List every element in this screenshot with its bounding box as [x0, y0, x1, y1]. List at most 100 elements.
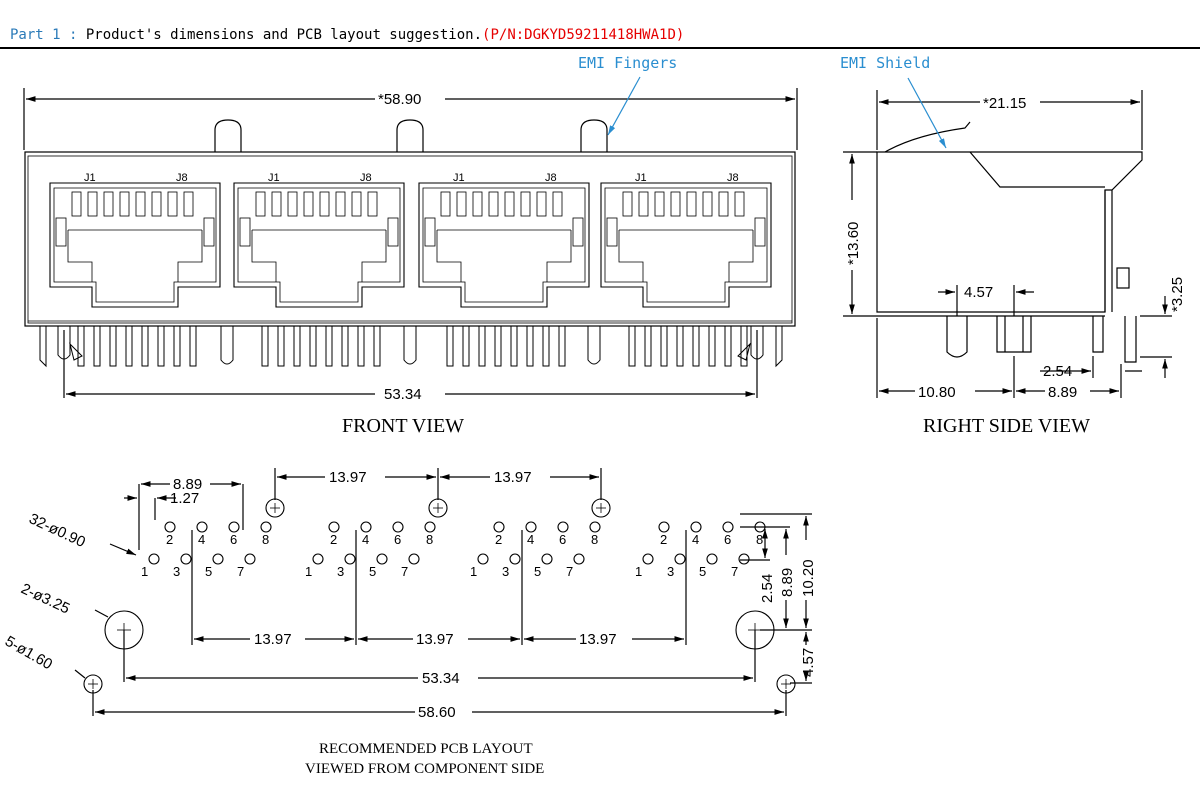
port-label-j1: J1: [635, 172, 647, 184]
contact-finger: [456, 191, 467, 217]
pin-number: 2: [330, 532, 337, 547]
pin-number: 4: [362, 532, 369, 547]
signal-hole: [148, 553, 160, 565]
pin-pitch-dim: 1.27: [170, 490, 199, 507]
signal-holes-callout: 32-ø0.90: [26, 510, 88, 551]
signal-hole: [312, 553, 324, 565]
port-pitch-dim-2: 13.97: [494, 469, 532, 486]
latch-detail: [69, 342, 83, 361]
signal-hole: [674, 553, 686, 565]
pin-number: 3: [667, 564, 674, 579]
contact-finger: [303, 191, 314, 217]
total-vertical-dim: 10.20: [800, 559, 817, 597]
mount-post: [403, 326, 417, 365]
signal-hole: [392, 521, 404, 533]
pin-number: 7: [401, 564, 408, 579]
port-label-j1: J1: [453, 172, 465, 184]
shield-leg: [39, 326, 47, 368]
port-label-j8: J8: [727, 172, 739, 184]
pin-number: 7: [566, 564, 573, 579]
contact-finger: [119, 191, 130, 217]
signal-hole: [642, 553, 654, 565]
front-span-dim: [63, 330, 758, 398]
pin-number: 1: [141, 564, 148, 579]
signal-hole: [180, 553, 192, 565]
pin-number: 1: [305, 564, 312, 579]
small-hole: [83, 674, 103, 694]
pin-number: 2: [660, 532, 667, 547]
contact-finger: [472, 191, 483, 217]
contact-finger: [335, 191, 346, 217]
signal-pin: [157, 325, 165, 367]
pin-number: 1: [635, 564, 642, 579]
contact-finger: [638, 191, 649, 217]
pin-number: 6: [394, 532, 401, 547]
signal-pin: [125, 325, 133, 367]
contact-finger: [103, 191, 114, 217]
contact-finger: [718, 191, 729, 217]
signal-pin: [676, 325, 684, 367]
signal-hole: [244, 553, 256, 565]
signal-pin: [526, 325, 534, 367]
pin-offset-dim: 2.54: [1043, 363, 1072, 380]
signal-hole: [196, 521, 208, 533]
part-number: (P/N:DGKYD59211418HWA1D): [482, 27, 685, 43]
mount-post: [587, 326, 601, 365]
signal-hole: [408, 553, 420, 565]
contact-finger: [670, 191, 681, 217]
pin-number: 3: [337, 564, 344, 579]
pin-number: 4: [198, 532, 205, 547]
signal-hole: [589, 521, 601, 533]
contact-finger: [622, 191, 633, 217]
signal-pin: [189, 325, 197, 367]
front-pins: [39, 325, 783, 368]
hole-offset-dim: 4.57: [800, 648, 817, 677]
signal-hole: [722, 521, 734, 533]
pin-number: 6: [559, 532, 566, 547]
contact-finger: [135, 191, 146, 217]
small-hole: [591, 498, 611, 518]
port-pitch-dim-5: 13.97: [579, 631, 617, 648]
signal-hole: [690, 521, 702, 533]
signal-pin: [93, 325, 101, 367]
signal-hole: [260, 521, 272, 533]
small-hole: [776, 674, 796, 694]
contact-finger: [87, 191, 98, 217]
signal-hole: [344, 553, 356, 565]
signal-pin: [740, 325, 748, 367]
pin-number: 8: [426, 532, 433, 547]
small-hole: [428, 498, 448, 518]
signal-pin: [277, 325, 285, 367]
signal-pin: [462, 325, 470, 367]
rj45-port: J1 J8: [600, 172, 772, 308]
signal-pin: [510, 325, 518, 367]
signal-pin: [373, 325, 381, 367]
signal-hole: [706, 553, 718, 565]
header-rule: [0, 47, 1200, 49]
contact-finger: [167, 191, 178, 217]
pin-to-hole-dim: 8.89: [779, 568, 796, 597]
pin-number: 6: [724, 532, 731, 547]
pcb-layout: [74, 468, 812, 716]
signal-pin: [141, 325, 149, 367]
height-dim: *13.60: [845, 222, 862, 265]
large-holes-callout: 2-ø3.25: [18, 580, 72, 617]
port-label-j1: J1: [268, 172, 280, 184]
signal-pin: [309, 325, 317, 367]
depth-dim: *21.15: [983, 95, 1026, 112]
signal-hole: [754, 521, 766, 533]
pin-number: 5: [205, 564, 212, 579]
pin-number: 7: [237, 564, 244, 579]
signal-pin: [660, 325, 668, 367]
port-label-j8: J8: [176, 172, 188, 184]
shield-leg: [775, 326, 783, 368]
signal-pin: [261, 325, 269, 367]
pin-number: 2: [166, 532, 173, 547]
pin-number: 1: [470, 564, 477, 579]
small-hole: [265, 498, 285, 518]
contact-finger: [151, 191, 162, 217]
